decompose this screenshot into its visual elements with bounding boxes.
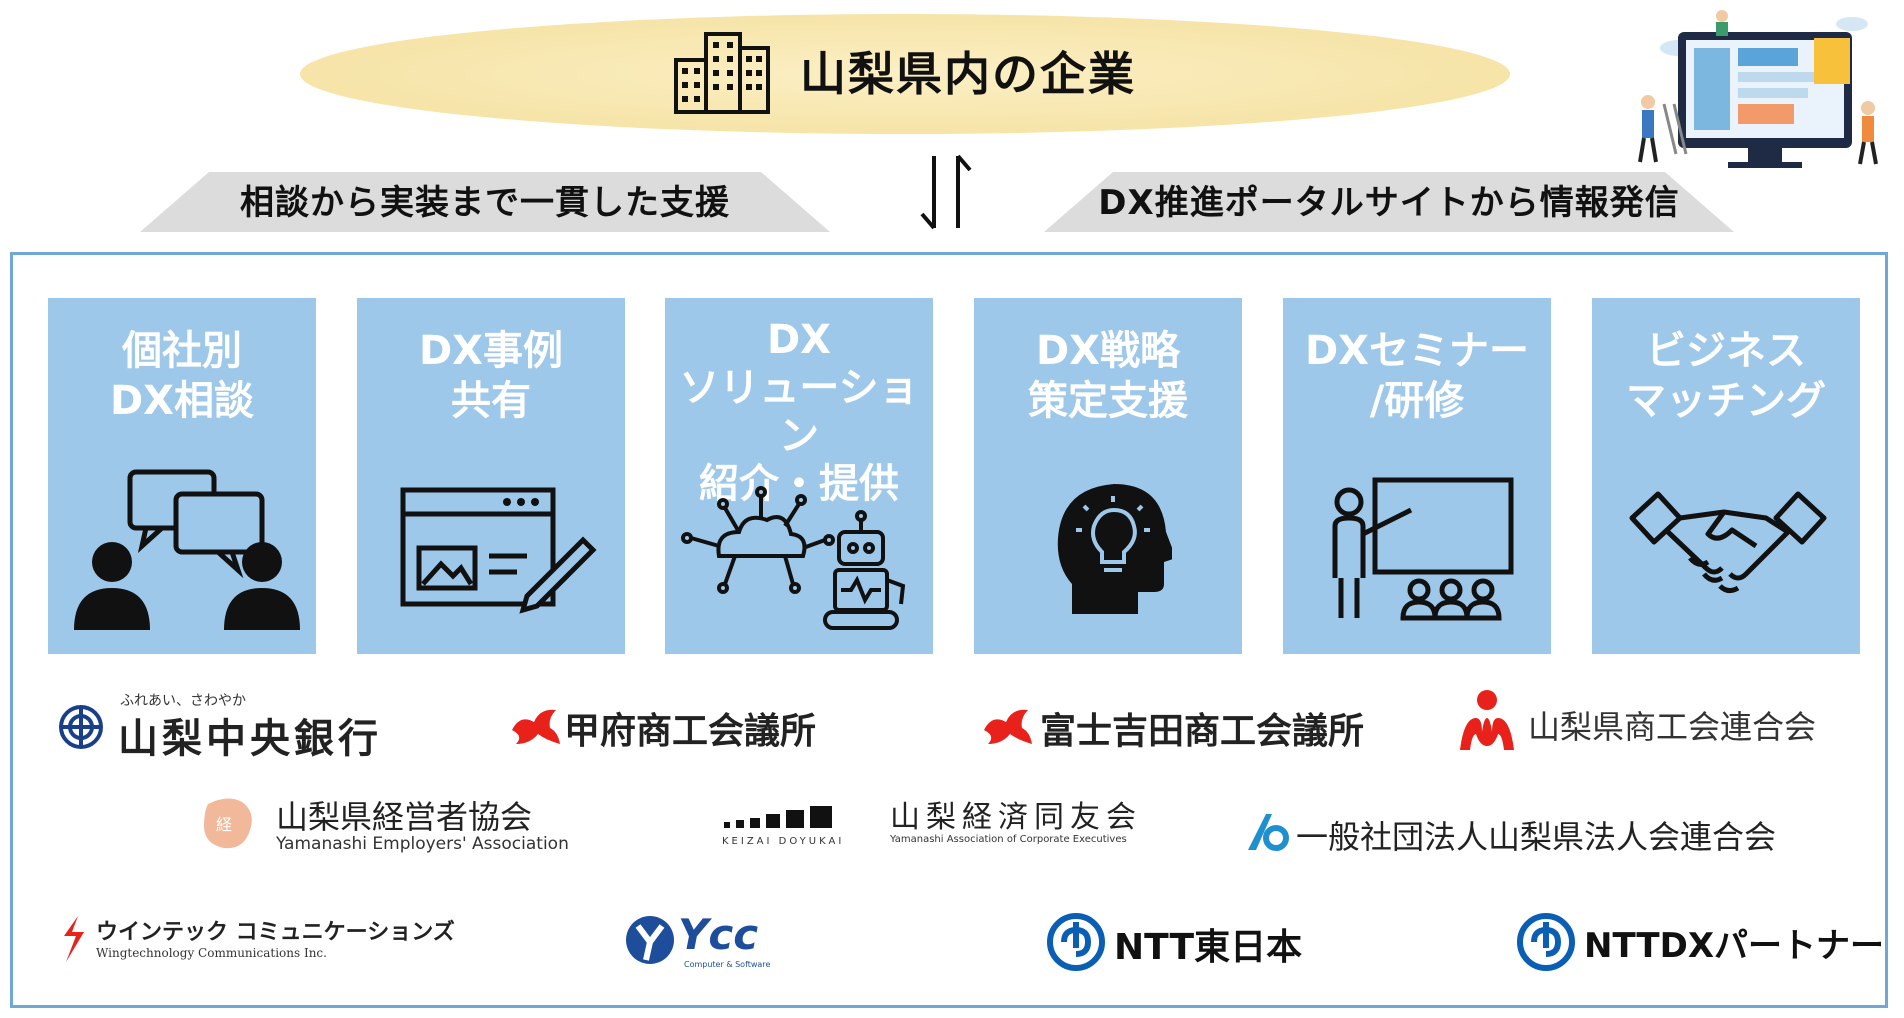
wing-mark-icon (64, 916, 84, 962)
cci-mark-icon (984, 709, 1032, 744)
chat-people-icon (74, 469, 300, 630)
ntt-dx-partner-name: NTTDXパートナー (1584, 926, 1885, 966)
ycc-sub: Computer & Software (684, 960, 771, 969)
bank-emblem-icon (59, 705, 103, 749)
service-card-label: DX事例 共有 (418, 328, 564, 424)
bank-tagline: ふれあい、さわやか (120, 693, 246, 709)
doyukai-name: 山梨経済同友会 (890, 800, 1142, 835)
bank-name: 山梨中央銀行 (118, 715, 382, 762)
logo-keizai-doyukai: KEIZAI DOYUKAI 山梨経済同友会 Yamanashi Associa… (722, 792, 1192, 862)
top-title: 山梨県内の企業 (800, 47, 1136, 101)
employers-sub: Yamanashi Employers' Association (276, 834, 569, 854)
service-card-label: DX戦略 策定支援 (1028, 328, 1188, 424)
doyukai-mark-text: KEIZAI DOYUKAI (722, 836, 845, 847)
ntt-east-name: NTT東日本 (1114, 927, 1303, 968)
lightbulb-head-icon (1057, 484, 1172, 614)
logo-wingtechnology: ウインテック コミュニケーションズ Wingtechnology Communi… (60, 910, 480, 970)
logo-employers-association: 経 山梨県経営者協会 Yamanashi Employers' Associat… (198, 790, 598, 860)
shokokai-name: 山梨県商工会連合会 (1528, 708, 1817, 746)
wing-sub: Wingtechnology Communications Inc. (96, 946, 327, 960)
service-card-cases: DX事例 共有 (357, 298, 625, 654)
logo-yamanashi-shokokai: 山梨県商工会連合会 (1456, 688, 1866, 758)
service-card-label: DX ソリューション 紹介・提供 (679, 317, 919, 507)
ycc-name: Ycc (678, 910, 759, 959)
logo-houjinkai: 一般社団法人山梨県法人会連合会 (1246, 808, 1786, 858)
handshake-icon (1629, 491, 1827, 594)
logo-fujiyoshida-cci: 富士吉田商工会議所 (982, 700, 1412, 752)
services-box (10, 252, 1888, 1008)
top-oval (300, 14, 1510, 134)
presentation-icon (1332, 477, 1514, 621)
logo-ntt-dx-partner: NTTDXパートナー (1516, 912, 1884, 972)
computer-illustration-icon (1638, 10, 1878, 168)
houjinkai-mark-icon (1248, 814, 1289, 851)
banner-right: DX推進ポータルサイトから情報発信 (1044, 172, 1734, 232)
doyukai-sub: Yamanashi Association of Corporate Execu… (890, 834, 1127, 845)
banner-left-label: 相談から実装まで一貫した支援 (240, 183, 730, 223)
banner-left: 相談から実装まで一貫した支援 (140, 172, 830, 232)
houjinkai-name: 一般社団法人山梨県法人会連合会 (1296, 818, 1777, 856)
employers-name: 山梨県経営者協会 (276, 798, 533, 836)
logo-kofu-cci: 甲府商工会議所 (510, 700, 910, 752)
shokokai-mark-icon (1460, 690, 1514, 750)
wing-name: ウインテック コミュニケーションズ (96, 920, 455, 945)
ycc-mark-icon (626, 916, 674, 964)
exchange-arrows-icon (920, 154, 972, 230)
doyukai-mark-icon (724, 806, 832, 828)
logo-yamanashi-chuo-bank: ふれあい、さわやか 山梨中央銀行 (58, 690, 428, 762)
ntt-mark-icon (1047, 913, 1105, 971)
kofu-cci-name: 甲府商工会議所 (564, 710, 817, 752)
service-card-matching: ビジネス マッチング (1592, 298, 1860, 654)
fujiyoshida-cci-name: 富士吉田商工会議所 (1040, 710, 1365, 752)
browser-edit-icon (400, 487, 597, 614)
building-icon (674, 32, 770, 114)
cloud-robot-icon (681, 486, 906, 630)
service-card-strategy: DX戦略 策定支援 (974, 298, 1242, 654)
employers-mark-icon: 経 (204, 798, 252, 849)
ntt-mark-icon (1517, 913, 1575, 971)
banner-right-label: DX推進ポータルサイトから情報発信 (1098, 183, 1680, 223)
service-card-label: 個社別 DX相談 (109, 328, 255, 424)
employers-mark-lettering: 経 (216, 815, 232, 834)
service-card-label: ビジネス マッチング (1626, 328, 1826, 424)
logo-ycc: Ycc Computer & Software (624, 910, 784, 980)
logo-ntt-east: NTT東日本 (1046, 912, 1346, 972)
service-card-solutions: DX ソリューション 紹介・提供 (665, 298, 933, 654)
cci-mark-icon (512, 709, 560, 744)
service-card-consult: 個社別 DX相談 (48, 298, 316, 654)
service-card-label: DXセミナー /研修 (1304, 328, 1530, 424)
service-card-seminar: DXセミナー /研修 (1283, 298, 1551, 654)
